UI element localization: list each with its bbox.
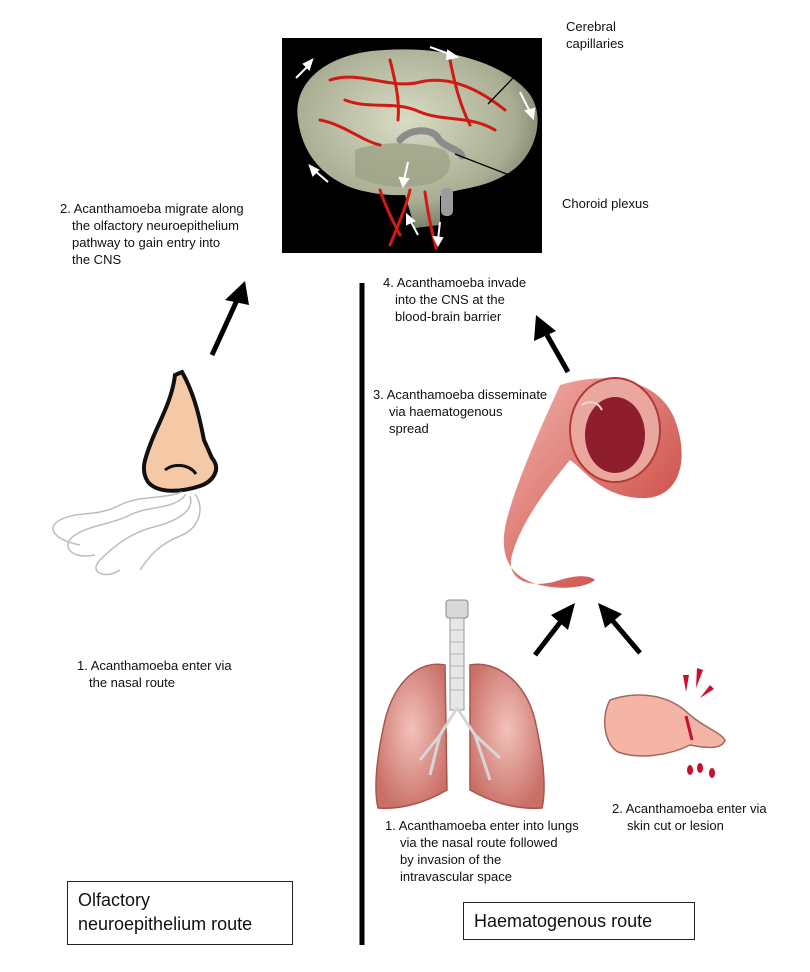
label-choroid-plexus: Choroid plexus [562,196,649,211]
label-olf-step1-2: the nasal route [89,675,176,690]
haematogenous-route-title: Haematogenous route [474,911,653,931]
arrow-vessel-to-brain [534,315,571,374]
label-olf-step2-4: the CNS [72,252,122,267]
label-hae-step3-1: 3. Acanthamoeba disseminate [373,387,548,402]
label-hae-step3-2: via haematogenous [389,404,503,419]
olfactory-route-title-1: Olfactory [78,890,151,910]
nose-illustration [52,369,219,576]
label-hae-step1-2: via the nasal route followed [400,835,558,850]
label-hae-step1-3: by invasion of the [400,852,502,867]
label-olf-step2-3: pathway to gain entry into [72,235,221,250]
label-olf-step1-1: 1. Acanthamoeba enter via [77,658,232,673]
olfactory-route-box: Olfactory neuroepithelium route [67,881,293,945]
label-hae-step2-1: 2. Acanthamoeba enter via [612,801,767,816]
label-olf-step2-1: 2. Acanthamoeba migrate along [60,201,244,216]
label-hae-step4-2: into the CNS at the [395,292,505,307]
label-hae-step4-3: blood-brain barrier [395,309,502,324]
label-hae-step1-1: 1. Acanthamoeba enter into lungs [385,818,579,833]
label-hae-step2-2: skin cut or lesion [627,818,724,833]
label-hae-step3-3: spread [389,421,429,436]
finger-cut-illustration [603,668,726,778]
arrow-lungs-to-vessel [533,603,575,657]
label-cerebral-capillaries-1: Cerebral [566,19,616,34]
label-hae-step1-4: intravascular space [400,869,512,884]
label-olf-step2-2: the olfactory neuroepithelium [72,218,239,233]
label-leaders [453,49,541,205]
label-cerebral-capillaries-2: capillaries [566,36,624,51]
blood-vessel-illustration [503,377,682,588]
lungs-illustration [375,599,545,809]
arrow-skin-to-vessel [598,603,642,655]
label-hae-step4-1: 4. Acanthamoeba invade [383,275,527,290]
olfactory-route-title-2: neuroepithelium route [78,914,253,934]
haematogenous-route-box: Haematogenous route [463,902,695,940]
arrow-olfactory-up [209,281,249,357]
brain-illustration [282,38,542,253]
